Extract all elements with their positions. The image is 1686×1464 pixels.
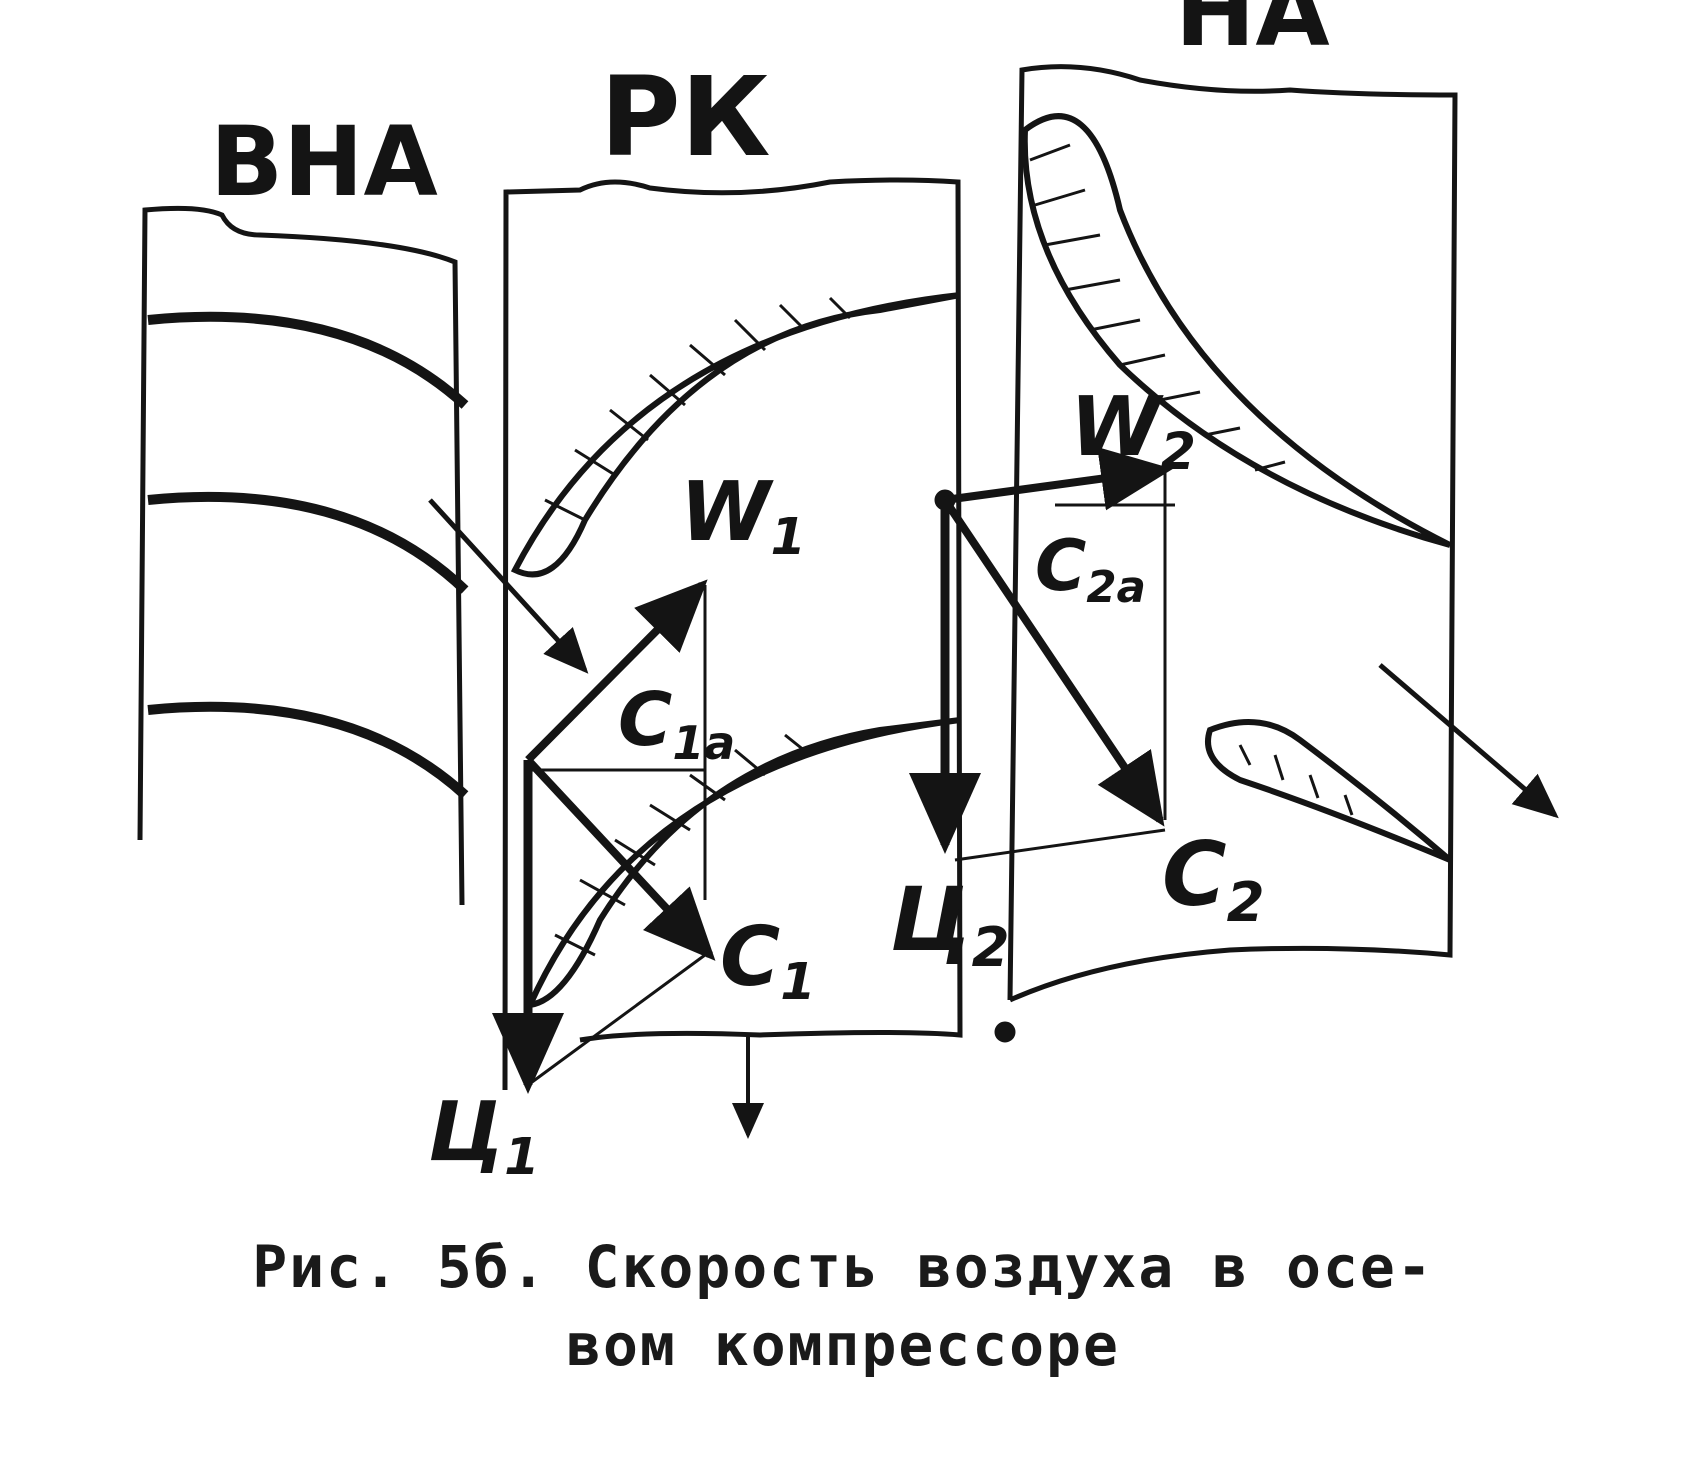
na-blade-lower: [1205, 719, 1452, 863]
caption-line-1: Рис. 5б. Скорость воздуха в осе-: [252, 1233, 1434, 1301]
na-frame: [1007, 64, 1458, 1003]
inlet-flow-arrow: [428, 498, 589, 674]
u2-label: Ц2: [890, 868, 1010, 979]
figure-caption: Рис. 5б. Скорость воздуха в осе- вом ком…: [0, 1228, 1686, 1384]
w1-label: W1: [680, 465, 806, 566]
u2-c2-closing-line: [954, 828, 1166, 862]
vna-vane-3: [147, 701, 469, 799]
w1-vector: [525, 579, 708, 763]
na-stage: [1007, 64, 1559, 1003]
na-blade-upper: [1021, 113, 1452, 548]
exit-triangle: [909, 446, 1175, 1043]
vna-vane-2: [147, 491, 469, 594]
outlet-flow-arrow: [1378, 663, 1559, 819]
rk-blade-lower: [525, 717, 961, 1009]
c1-label: C1: [720, 910, 816, 1011]
na-label: НА: [1175, 0, 1330, 68]
na-blade-lower-hatch: [1238, 744, 1354, 816]
vna-vane-1: [147, 311, 469, 409]
w2-label: W2: [1070, 380, 1196, 481]
vna-label: ВНА: [210, 106, 438, 218]
c2-vector: [941, 497, 1165, 827]
rk-stage: [428, 177, 963, 1139]
na-blade-upper-hatch: [1029, 143, 1286, 472]
na-hub-dot: [994, 1021, 1016, 1043]
caption-line-2: вом компрессоре: [566, 1311, 1120, 1379]
c1-vector: [525, 757, 716, 961]
vna-frame: [137, 205, 465, 906]
vna-stage: [137, 205, 469, 906]
c1a-label: C1a: [618, 677, 735, 770]
c2-label: C2: [1162, 823, 1265, 934]
rk-blade-lower-hatch: [554, 733, 811, 957]
rk-label: РК: [600, 53, 771, 181]
c1-u1-closing-line: [527, 953, 706, 1087]
rk-blade-upper-hatch: [544, 296, 852, 522]
w2-vector: [944, 446, 1173, 511]
u1-label: Ц1: [428, 1085, 539, 1186]
c2a-label: C2a: [1035, 525, 1146, 613]
rk-frame: [502, 177, 963, 1091]
rk-blade-upper: [510, 292, 961, 578]
